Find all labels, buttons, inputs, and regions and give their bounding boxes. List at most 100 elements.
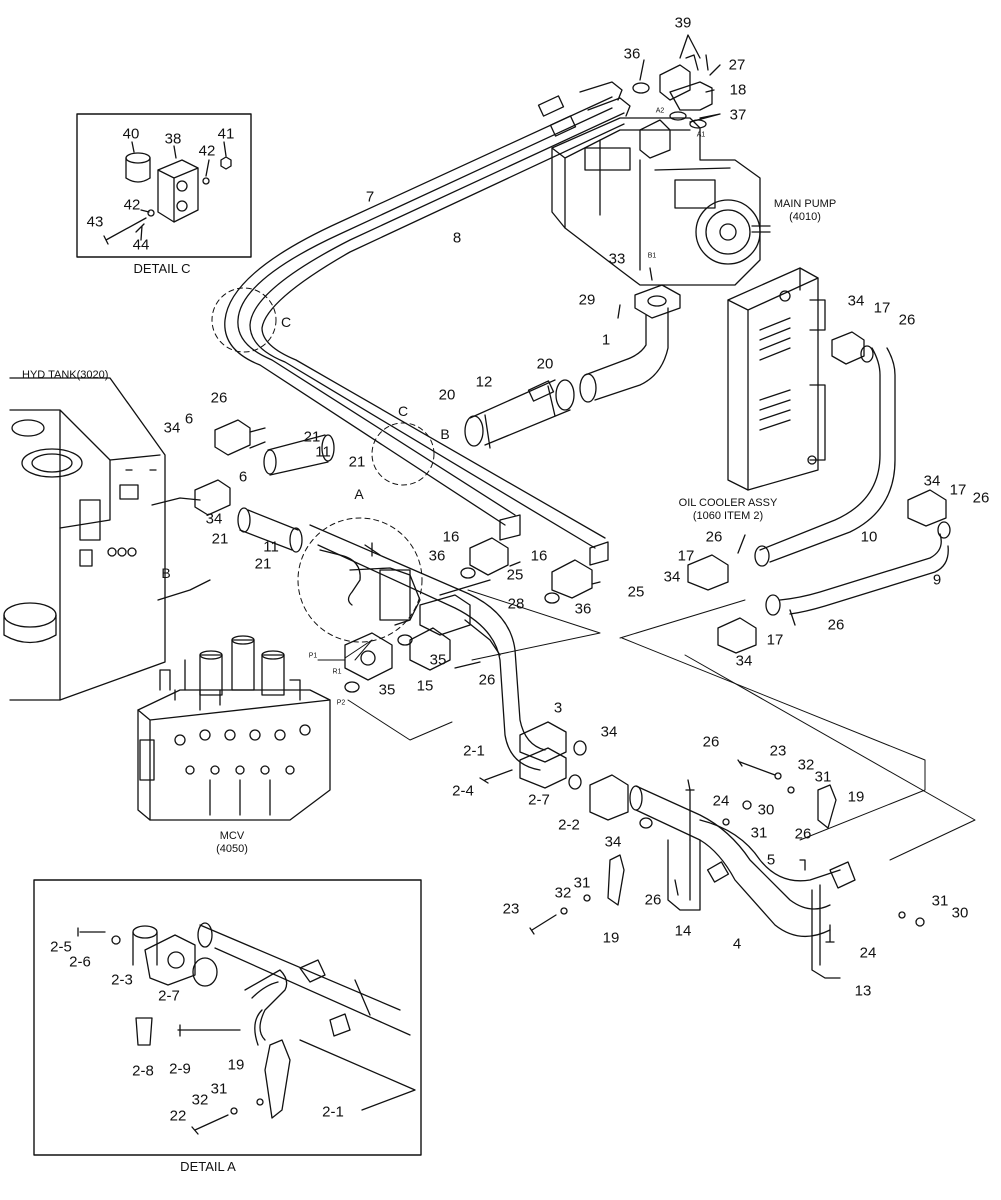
callout: 14: [674, 922, 692, 940]
callout: 19: [602, 929, 620, 947]
callout: 2-4: [452, 782, 474, 800]
callout: 44: [132, 236, 150, 254]
callout: 36: [428, 547, 446, 565]
port-a2: A2: [655, 107, 665, 115]
callout: 38: [164, 130, 182, 148]
callout: 24: [859, 944, 877, 962]
callout: 26: [702, 733, 720, 751]
main-pump-title: MAIN PUMP (4010): [774, 198, 836, 223]
callout: 23: [769, 742, 787, 760]
callout: 2-1: [322, 1103, 344, 1121]
callout: 21: [211, 530, 229, 548]
callout: 31: [814, 768, 832, 786]
callout: 3: [553, 699, 563, 717]
callout: 17: [677, 547, 695, 565]
callout: 26: [898, 311, 916, 329]
callout: 34: [600, 723, 618, 741]
callout: 27: [728, 56, 746, 74]
callout: 15: [416, 677, 434, 695]
callout: 16: [442, 528, 460, 546]
callout: 32: [191, 1091, 209, 1109]
callout: 20: [438, 386, 456, 404]
callout: 21: [348, 453, 366, 471]
mcv-valve: [137, 635, 331, 821]
callout: 31: [750, 824, 768, 842]
oil-cooler-title: OIL COOLER ASSY (1060 ITEM 2): [679, 497, 778, 522]
callout: 2-7: [158, 987, 180, 1005]
callout: 21: [254, 555, 272, 573]
callout: 25: [506, 566, 524, 584]
hyd-tank-title: HYD TANK(3020): [22, 369, 109, 381]
callout: 34: [663, 568, 681, 586]
callout: 17: [873, 299, 891, 317]
callout: 1: [601, 331, 611, 349]
callout: 10: [860, 528, 878, 546]
callout: 2-8: [132, 1062, 154, 1080]
callout: 26: [794, 825, 812, 843]
ref-b-1: B: [440, 426, 450, 442]
callout: 17: [949, 481, 967, 499]
callout: 11: [263, 538, 279, 556]
callout: 26: [972, 489, 990, 507]
callout: 31: [931, 892, 949, 910]
mcv-code: (4050): [216, 842, 248, 855]
callout: 21: [303, 428, 321, 446]
callout: 34: [163, 419, 181, 437]
callout: 29: [578, 291, 596, 309]
pressure-pipes: [479, 721, 925, 979]
hydraulic-tank: [3, 377, 166, 701]
callout: 2-7: [528, 791, 550, 809]
callout: 6: [184, 410, 194, 428]
port-r1: R1: [332, 668, 342, 676]
callout: 2-6: [69, 953, 91, 971]
callout: 2-5: [50, 938, 72, 956]
callout: 34: [604, 833, 622, 851]
callout: 8: [452, 229, 462, 247]
port-p1: P1: [308, 652, 318, 660]
port-b1: B1: [647, 252, 657, 260]
suction-pipe: [464, 267, 681, 449]
cooler-hoses: [687, 331, 951, 654]
callout: 31: [210, 1080, 228, 1098]
callout: 26: [644, 891, 662, 909]
callout: 19: [227, 1056, 245, 1074]
port-a1: A1: [696, 131, 706, 139]
callout: 35: [429, 651, 447, 669]
callout: 33: [608, 250, 626, 268]
callout: 6: [238, 468, 248, 486]
callout: 26: [478, 671, 496, 689]
callout: 26: [210, 389, 228, 407]
callout: 30: [757, 801, 775, 819]
callout: 4: [732, 935, 742, 953]
dashed-detail-circles: [211, 287, 435, 643]
callout: 32: [797, 756, 815, 774]
callout: 24: [712, 792, 730, 810]
callout: 22: [169, 1107, 187, 1125]
mcv-label: MCV: [219, 830, 245, 842]
ref-c-2: C: [397, 403, 409, 419]
callout: 39: [674, 14, 692, 32]
main-pump-code: (4010): [789, 210, 821, 223]
oil-cooler-label: OIL COOLER ASSY: [678, 497, 778, 509]
ref-c-1: C: [280, 314, 292, 330]
mcv-title: MCV (4050): [216, 830, 248, 855]
callout: 41: [217, 125, 235, 143]
callout: 36: [623, 45, 641, 63]
callout: 13: [854, 982, 872, 1000]
detail-a-title: DETAIL A: [180, 1159, 236, 1174]
callout: 2-9: [169, 1060, 191, 1078]
main-pump-label: MAIN PUMP: [773, 198, 837, 210]
detail-a-box: [33, 879, 422, 1156]
callout: 34: [205, 510, 223, 528]
callout: 12: [475, 373, 493, 391]
flange-parts: [344, 514, 609, 693]
callout: 35: [378, 681, 396, 699]
callout: 23: [502, 900, 520, 918]
callout: 36: [574, 600, 592, 618]
oil-cooler-code: (1060 ITEM 2): [692, 509, 764, 522]
callout: 31: [573, 874, 591, 892]
routing-outline: [317, 589, 976, 861]
ref-a: A: [354, 486, 364, 502]
callout: 43: [86, 213, 104, 231]
